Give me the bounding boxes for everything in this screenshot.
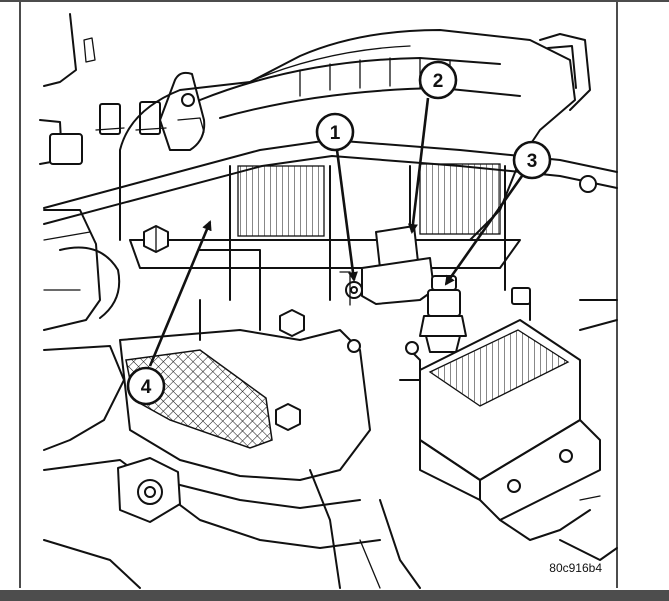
leader-3 bbox=[444, 175, 524, 286]
callout-1-number: 1 bbox=[330, 123, 341, 144]
sensor-2 bbox=[339, 225, 435, 306]
manifold-runners bbox=[129, 163, 521, 321]
diagram-border bbox=[0, 0, 669, 588]
throttle-body bbox=[43, 295, 381, 589]
callout-3: 3 bbox=[512, 140, 552, 180]
callout-2-number: 2 bbox=[433, 71, 444, 92]
callout-2: 2 bbox=[418, 60, 458, 100]
footer-bar bbox=[0, 590, 669, 601]
callout-3-number: 3 bbox=[527, 151, 538, 172]
upper-left-bolt bbox=[143, 225, 169, 253]
callout-4: 4 bbox=[126, 366, 166, 406]
fuel-rail bbox=[43, 139, 618, 225]
callout-4-number: 4 bbox=[141, 377, 152, 398]
figure-id-label: 80c916b4 bbox=[549, 561, 602, 575]
leader-2 bbox=[407, 97, 430, 234]
lower-structure bbox=[309, 469, 618, 589]
callout-leaders bbox=[148, 97, 524, 367]
leader-4 bbox=[148, 220, 212, 367]
sensor-3 bbox=[419, 275, 467, 353]
control-module-housing bbox=[399, 287, 618, 541]
callout-1: 1 bbox=[315, 112, 355, 152]
leader-1 bbox=[335, 149, 358, 282]
